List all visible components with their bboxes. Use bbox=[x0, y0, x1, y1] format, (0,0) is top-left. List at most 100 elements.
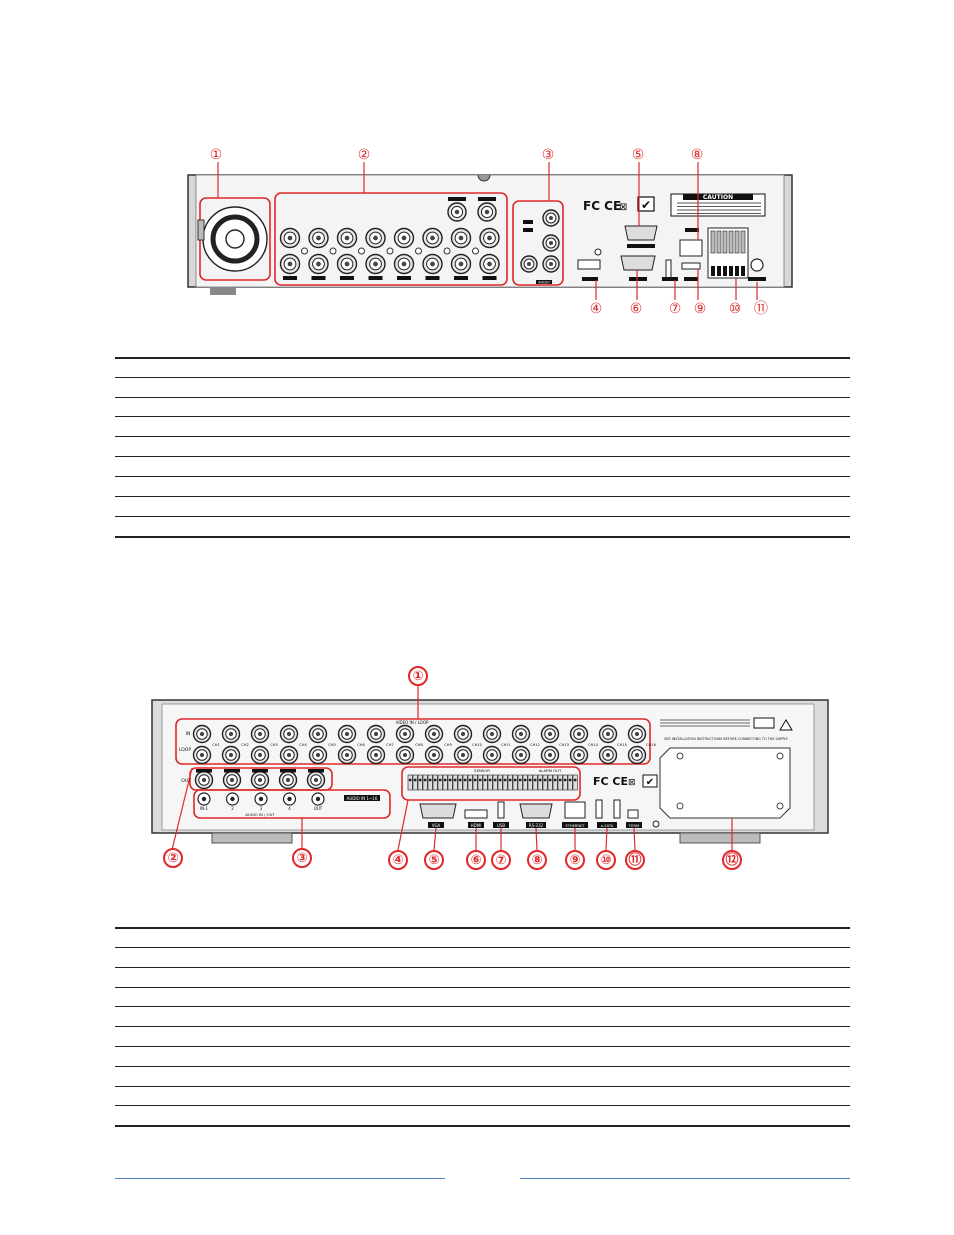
audio-jack-center bbox=[287, 796, 292, 802]
callout-10-fig1: ⑩ bbox=[728, 301, 742, 317]
terminal-pin bbox=[734, 230, 740, 254]
esata-port-2a bbox=[595, 799, 603, 819]
screw bbox=[594, 248, 602, 256]
channel-label bbox=[368, 276, 383, 280]
callout-11-fig2: ⑪ bbox=[625, 850, 645, 870]
audio-tick-label: OUT bbox=[314, 806, 323, 811]
terminal-screw bbox=[568, 778, 572, 782]
table-1-bottom-rule bbox=[115, 536, 850, 538]
rs232-label-text: RS-232 bbox=[529, 823, 544, 828]
fc-mark-2: FC CE bbox=[593, 775, 628, 788]
terminal-pin bbox=[492, 774, 498, 791]
terminal-foot bbox=[723, 266, 727, 276]
channel-label: CH9 bbox=[444, 743, 452, 747]
callout-2-fig2: ② bbox=[163, 848, 183, 868]
plate-screw bbox=[676, 752, 684, 760]
channel-label bbox=[397, 276, 411, 280]
channel-label bbox=[482, 276, 497, 280]
terminal-pin bbox=[740, 230, 746, 254]
table-1-row-rule bbox=[115, 456, 850, 457]
warning-text: SEE INSTALLATION INSTRUCTIONS BEFORE CON… bbox=[664, 737, 788, 741]
lan-port bbox=[679, 239, 703, 257]
channel-label: CH10 bbox=[472, 743, 482, 747]
terminal-pin bbox=[437, 774, 443, 791]
callout-7-fig2: ⑦ bbox=[491, 850, 511, 870]
callout-6-fig1: ⑥ bbox=[629, 301, 643, 317]
check-mark-2: ✔ bbox=[646, 777, 654, 788]
esata-port-2b bbox=[613, 799, 621, 819]
table-1-row-rule bbox=[115, 377, 850, 378]
callout-4-fig1: ④ bbox=[589, 301, 603, 317]
ethernet-port bbox=[564, 801, 586, 819]
spot-label bbox=[252, 769, 268, 773]
power-plate bbox=[659, 747, 791, 819]
terminal-screw bbox=[508, 778, 512, 782]
warning-box bbox=[753, 717, 775, 729]
audio-tick-label: 3 bbox=[260, 806, 263, 811]
terminal-pin bbox=[482, 774, 488, 791]
channel-label: CH7 bbox=[386, 743, 394, 747]
callout-9-fig1: ⑨ bbox=[693, 301, 707, 317]
terminal-foot bbox=[717, 266, 721, 276]
terminal-screw bbox=[498, 778, 502, 782]
fan-hub bbox=[225, 229, 245, 249]
terminal-pin bbox=[522, 774, 528, 791]
audio-jack-center bbox=[201, 796, 207, 802]
weee-mark: ⊠ bbox=[619, 202, 627, 213]
table-2-row-rule bbox=[115, 1006, 850, 1007]
callout-5-fig2: ⑤ bbox=[424, 850, 444, 870]
callout-10-fig2: ⑩ bbox=[596, 850, 616, 870]
spot-label bbox=[280, 769, 296, 773]
video-loop-title: VIDEO IN / LOOP bbox=[396, 720, 429, 725]
terminal-foot bbox=[735, 266, 739, 276]
plate-screw bbox=[676, 802, 684, 810]
audio-jack-center bbox=[230, 796, 235, 802]
term-label-text: TERM bbox=[628, 823, 640, 828]
channel-label: CH16 bbox=[646, 743, 656, 747]
hdmi-label bbox=[582, 277, 598, 281]
terminal-foot bbox=[729, 266, 733, 276]
esata-label-text-2: e-SATA bbox=[601, 824, 614, 828]
table-1-row-rule bbox=[115, 496, 850, 497]
channel-label: CH11 bbox=[501, 743, 511, 747]
callout-4-fig2: ④ bbox=[388, 850, 408, 870]
vga-port-2 bbox=[419, 803, 457, 819]
channel-label: CH4 bbox=[299, 743, 307, 747]
usb-label bbox=[684, 277, 698, 281]
check-box-2 bbox=[642, 774, 658, 788]
audio-label-text: AUDIO bbox=[538, 281, 550, 285]
channel-label: CH8 bbox=[415, 743, 423, 747]
channel-label: CH1 bbox=[212, 743, 220, 747]
callout-1-fig1: ① bbox=[209, 147, 223, 163]
terminal-screw bbox=[548, 778, 552, 782]
terminal-pin bbox=[487, 774, 493, 791]
table-2-row-rule bbox=[115, 1026, 850, 1027]
channel-label: CH5 bbox=[328, 743, 336, 747]
terminal-pin bbox=[422, 774, 428, 791]
audio-highlight bbox=[512, 200, 564, 286]
vga-port bbox=[620, 255, 656, 271]
sensor-alarm-highlight bbox=[401, 766, 581, 801]
ethernet-label bbox=[562, 822, 588, 828]
terminal-screw bbox=[433, 778, 437, 782]
terminal-pin bbox=[497, 774, 503, 791]
channel-label: CH12 bbox=[530, 743, 540, 747]
table-2-bottom-rule bbox=[115, 1125, 850, 1127]
terminal-screw bbox=[463, 778, 467, 782]
terminal-pin bbox=[507, 774, 513, 791]
terminal-pin bbox=[547, 774, 553, 791]
video-io-highlight-2 bbox=[175, 718, 651, 765]
terminal-screw bbox=[503, 778, 507, 782]
sensor-label: SENSOR bbox=[474, 768, 490, 773]
mount-hole bbox=[358, 247, 365, 255]
audio-jack-center bbox=[315, 796, 321, 802]
channel-label: CH2 bbox=[241, 743, 249, 747]
fan-ring bbox=[210, 214, 260, 264]
weee-mark-2: ⊠ bbox=[628, 778, 636, 788]
terminal-screw bbox=[458, 778, 462, 782]
spot-label bbox=[308, 769, 324, 773]
audio-label bbox=[536, 280, 552, 284]
terminal-pin bbox=[532, 774, 538, 791]
callout-11-fig1: ⑪ bbox=[754, 301, 768, 317]
